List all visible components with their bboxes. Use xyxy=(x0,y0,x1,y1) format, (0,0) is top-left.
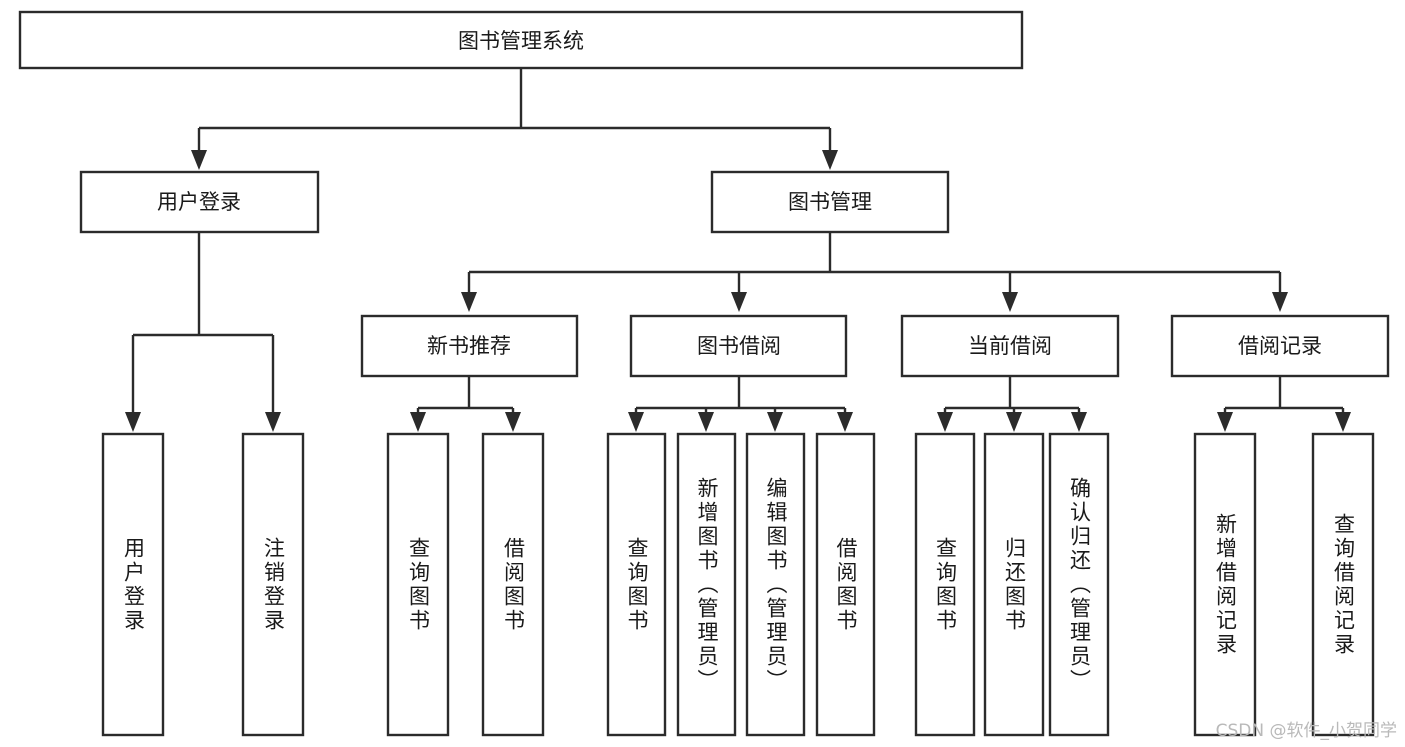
node-book-management[interactable] xyxy=(710,170,950,234)
arrow-book-borrow-leaf-4 xyxy=(837,412,853,432)
leaf-box-new-book-1[interactable] xyxy=(481,432,545,737)
leaf-label-book-borrow-1: 新增图书（管理员） xyxy=(695,476,719,693)
node-current-borrow-label: 当前借阅 xyxy=(968,334,1052,358)
watermark-text: CSDN @软件_小贺同学 xyxy=(1215,721,1397,741)
leaf-box-current-borrow-0[interactable] xyxy=(914,432,976,737)
node-user-login-label: 用户登录 xyxy=(157,190,241,214)
arrow-book-mgmt-child-1 xyxy=(461,292,477,312)
leaf-label-user-login-1: 注销登录 xyxy=(261,536,286,633)
connector-group-new-book xyxy=(410,376,521,432)
node-current-borrow[interactable] xyxy=(900,314,1120,378)
leaf-box-new-book-0[interactable] xyxy=(386,432,450,737)
leaf-label-borrow-record-1: 查询借阅记录 xyxy=(1331,512,1356,657)
leaf-label-new-book-1: 借阅图书 xyxy=(501,536,526,633)
leaf-box-current-borrow-1[interactable] xyxy=(983,432,1045,737)
arrow-new-book-leaf-2 xyxy=(505,412,521,432)
leaf-label-user-login-0: 用户登录 xyxy=(121,536,146,633)
node-book-borrow[interactable] xyxy=(629,314,848,378)
arrow-borrow-record-leaf-1 xyxy=(1217,412,1233,432)
arrow-new-book-leaf-1 xyxy=(410,412,426,432)
node-user-login[interactable] xyxy=(79,170,320,234)
node-borrow-record-label: 借阅记录 xyxy=(1238,334,1322,358)
connector-group-user-login xyxy=(125,232,281,432)
leaf-label-current-borrow-1: 归还图书 xyxy=(1002,536,1027,633)
leaf-box-borrow-record-1[interactable] xyxy=(1311,432,1375,737)
leaf-box-book-borrow-0[interactable] xyxy=(606,432,667,737)
leaf-label-current-borrow-2: 确认归还（管理员） xyxy=(1067,476,1092,693)
arrow-user-login-leaf-1 xyxy=(125,412,141,432)
arrow-current-borrow-leaf-1 xyxy=(937,412,953,432)
connector-group-book-mgmt xyxy=(461,232,1288,312)
leaf-label-book-borrow-0: 查询图书 xyxy=(625,536,649,633)
arrow-book-borrow-leaf-2 xyxy=(698,412,714,432)
leaf-label-book-borrow-2: 编辑图书（管理员） xyxy=(764,476,788,693)
leaf-label-current-borrow-0: 查询图书 xyxy=(933,536,958,633)
arrow-user-login-leaf-2 xyxy=(265,412,281,432)
node-book-borrow-label: 图书借阅 xyxy=(697,334,781,358)
connector-group-root xyxy=(191,68,838,170)
arrow-book-borrow-leaf-1 xyxy=(628,412,644,432)
connector-group-book-borrow xyxy=(628,376,853,432)
arrow-current-borrow-leaf-2 xyxy=(1006,412,1022,432)
leaf-label-book-borrow-3: 借阅图书 xyxy=(834,536,858,633)
leaf-label-new-book-0: 查询图书 xyxy=(406,536,431,633)
leaf-box-book-borrow-3[interactable] xyxy=(815,432,876,737)
arrow-root-to-user-login xyxy=(191,150,207,170)
node-book-management-label: 图书管理 xyxy=(788,190,872,214)
arrow-book-borrow-leaf-3 xyxy=(767,412,783,432)
connector-group-borrow-record xyxy=(1217,376,1351,432)
arrow-root-to-book-mgmt xyxy=(822,150,838,170)
arrow-book-mgmt-child-2 xyxy=(731,292,747,312)
arrow-borrow-record-leaf-2 xyxy=(1335,412,1351,432)
leaf-box-current-borrow-2[interactable] xyxy=(1048,432,1110,737)
arrow-book-mgmt-child-4 xyxy=(1272,292,1288,312)
node-new-book-recommend[interactable] xyxy=(360,314,579,378)
arrow-book-mgmt-child-3 xyxy=(1002,292,1018,312)
leaf-label-borrow-record-0: 新增借阅记录 xyxy=(1213,512,1238,657)
leaf-box-borrow-record-0[interactable] xyxy=(1193,432,1257,737)
node-root[interactable] xyxy=(18,10,1024,70)
connector-group-current-borrow xyxy=(937,376,1087,432)
node-root-label: 图书管理系统 xyxy=(458,29,584,53)
leaf-box-book-borrow-2[interactable] xyxy=(745,432,806,737)
leaf-box-book-borrow-1[interactable] xyxy=(676,432,737,737)
leaf-box-user-login-1[interactable] xyxy=(241,432,305,737)
arrow-current-borrow-leaf-3 xyxy=(1071,412,1087,432)
node-borrow-record[interactable] xyxy=(1170,314,1390,378)
node-new-book-recommend-label: 新书推荐 xyxy=(427,334,511,358)
leaf-box-user-login-0[interactable] xyxy=(101,432,165,737)
